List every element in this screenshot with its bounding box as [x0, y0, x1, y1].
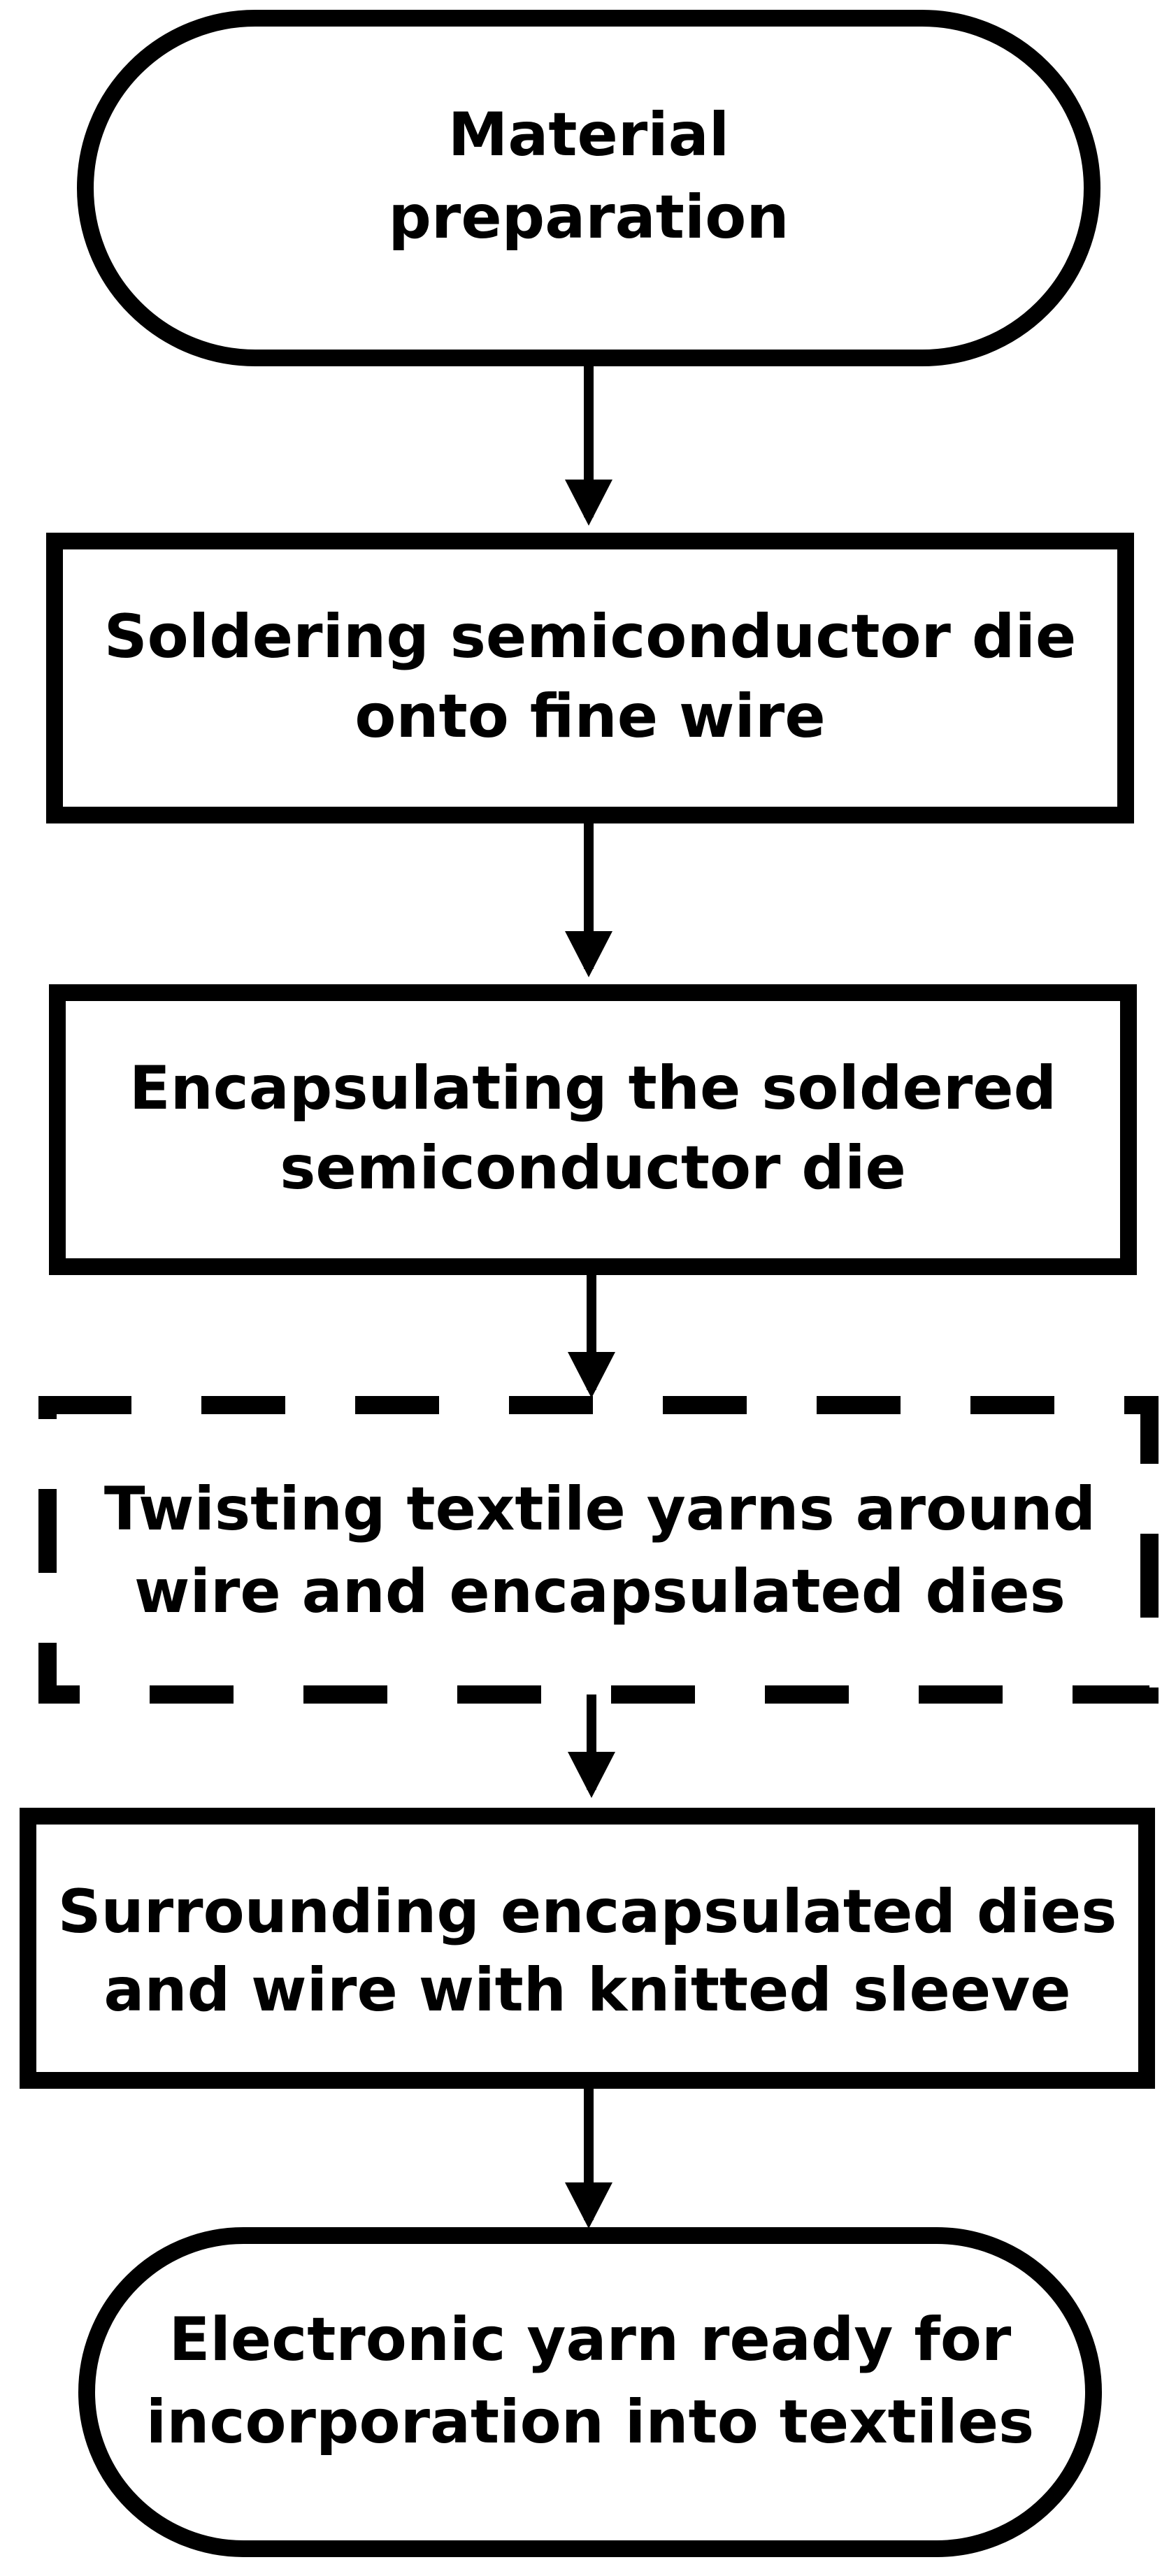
- step-material-preparation-line-1: Material: [448, 100, 729, 170]
- step-electronic-yarn-ready: Electronic yarn ready for incorporation …: [78, 2227, 1102, 2557]
- step-material-preparation-line-2: preparation: [388, 182, 789, 252]
- connector-arrow-4: [568, 1694, 615, 1798]
- process-box: [49, 984, 1137, 1275]
- dashed-process-box: [38, 1396, 1159, 1704]
- connector-arrow-2: [565, 815, 612, 977]
- step-encapsulating-line-2: semiconductor die: [280, 1133, 906, 1203]
- step-encapsulating-line-1: Encapsulating the soldered: [129, 1053, 1056, 1123]
- step-soldering-line-1: Soldering semiconductor die: [104, 602, 1077, 672]
- arrowhead-2: [565, 931, 612, 977]
- step-surrounding-line-2: and wire with knitted sleeve: [103, 1955, 1070, 2025]
- connector-arrow-5: [565, 2080, 612, 2229]
- step-electronic-yarn-ready-line-2: incorporation into textiles: [146, 2387, 1034, 2457]
- step-twisting: Twisting textile yarns around wire and e…: [38, 1396, 1159, 1704]
- arrowhead-4: [568, 1752, 615, 1798]
- terminator-shape: [78, 2227, 1102, 2557]
- step-soldering-line-2: onto fine wire: [354, 682, 825, 751]
- step-soldering: Soldering semiconductor die onto fine wi…: [46, 533, 1134, 823]
- connector-arrow-3: [568, 1267, 615, 1398]
- step-encapsulating: Encapsulating the soldered semiconductor…: [49, 984, 1137, 1275]
- arrowhead-1: [565, 480, 612, 526]
- step-surrounding-line-1: Surrounding encapsulated dies: [58, 1877, 1117, 1947]
- step-twisting-line-1: Twisting textile yarns around: [104, 1474, 1096, 1544]
- process-box: [20, 1808, 1155, 2089]
- step-electronic-yarn-ready-line-1: Electronic yarn ready for: [169, 2305, 1012, 2375]
- step-material-preparation: Material preparation: [77, 10, 1100, 366]
- process-box: [46, 533, 1134, 823]
- arrowhead-5: [565, 2182, 612, 2229]
- connector-arrow-1: [565, 358, 612, 526]
- step-twisting-line-2: wire and encapsulated dies: [134, 1557, 1066, 1627]
- arrowhead-3: [568, 1352, 615, 1398]
- step-surrounding: Surrounding encapsulated dies and wire w…: [20, 1808, 1155, 2089]
